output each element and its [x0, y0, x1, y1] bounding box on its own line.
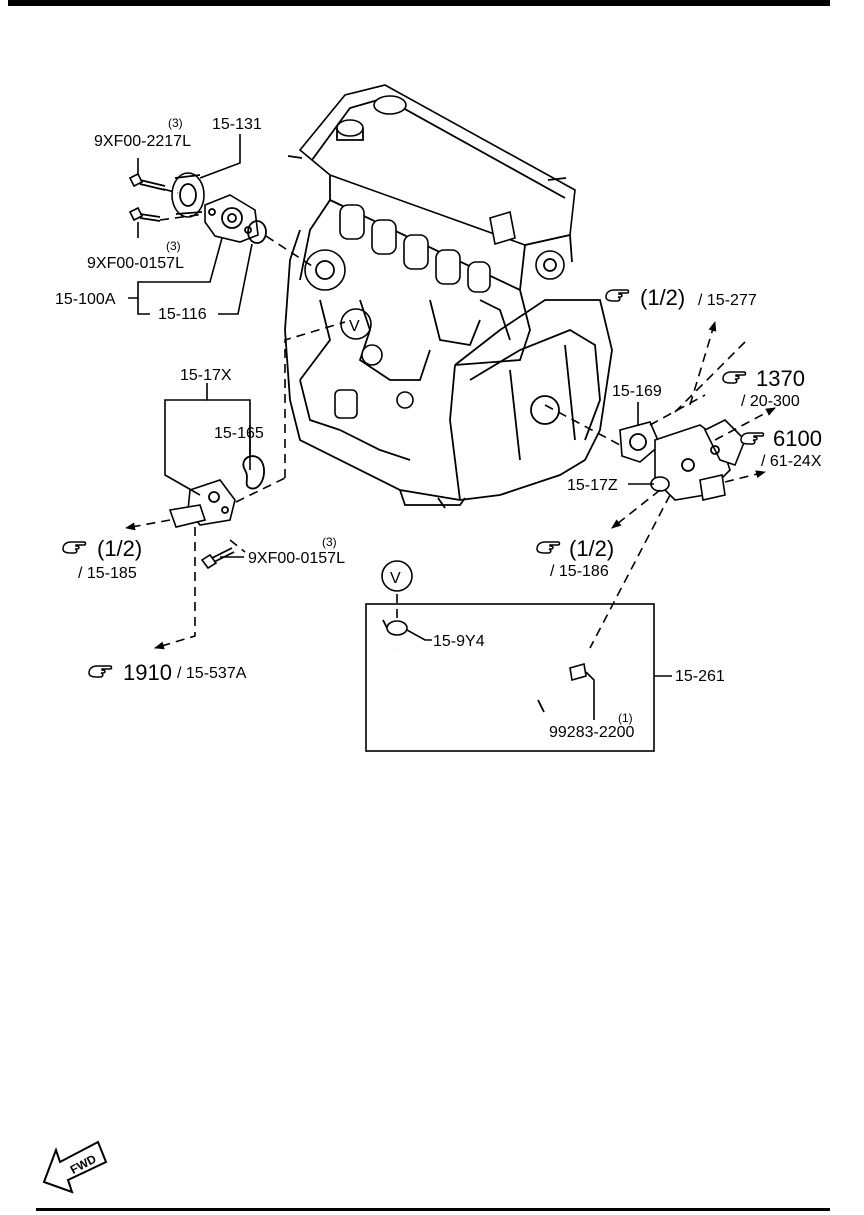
label-bolt-9xf00-2217l: 9XF00-2217L: [94, 133, 191, 150]
ref-main: (1/2): [97, 536, 142, 561]
label-assy-15-100a: 15-100A: [55, 291, 116, 308]
bolt-9xf00-0157l-upper: [128, 206, 161, 222]
bolt-9xf00-0157l-lower: [200, 547, 235, 570]
label-qty-3-a: (3): [168, 116, 183, 130]
ref-main: (1/2): [569, 536, 614, 561]
ref-sub: / 15-537A: [177, 665, 247, 682]
pointing-hand-icon: [62, 541, 87, 554]
pointing-hand-icon: [88, 665, 113, 678]
reference-1910[interactable]: 1910 / 15-537A: [88, 660, 247, 685]
label-hose-15-261: 15-261: [675, 668, 725, 685]
label-qty-1: (1): [618, 711, 633, 725]
label-thermostat-15-17x: 15-17X: [180, 367, 232, 384]
label-bolt-9xf00-0157l-lower: 9XF00-0157L: [248, 550, 345, 567]
label-callout-v-1: V: [349, 318, 360, 335]
ref-sub: / 15-185: [78, 565, 137, 582]
ref-sub: / 61-24X: [761, 453, 822, 470]
label-callout-v-2: V: [390, 570, 401, 587]
callout-v-circle-1: [340, 308, 372, 340]
water-pump-15-100a: [204, 194, 259, 243]
gasket-15-169: [619, 421, 661, 463]
housing-15-17z: [650, 419, 746, 501]
label-gasket-15-116: 15-116: [158, 306, 207, 323]
label-qty-3-c: (3): [322, 535, 337, 549]
pointing-hand-icon: [536, 541, 561, 554]
pointing-hand-icon: [740, 432, 765, 445]
bottom-border: [36, 1208, 830, 1211]
reference-6100[interactable]: 6100 / 61-24X: [740, 426, 822, 470]
callout-v-circle-2: [381, 560, 413, 592]
fwd-arrow-icon: FWD: [42, 1140, 108, 1194]
label-pulley-15-131: 15-131: [212, 116, 262, 133]
label-bolt-9xf00-0157l-upper: 9XF00-0157L: [87, 255, 184, 272]
label-qty-3-b: (3): [166, 239, 181, 253]
clamp-99283-2200: [569, 662, 587, 682]
hose-kit-box: [365, 603, 655, 752]
gasket-15-116: [247, 220, 267, 244]
bolt-9xf00-2217l: [128, 172, 166, 191]
reference-1-2-15-185[interactable]: (1/2) / 15-185: [62, 536, 142, 582]
hose-15-261: [389, 648, 579, 713]
thermostat-15-17x: [168, 479, 236, 528]
ref-main: 6100: [773, 426, 822, 451]
ref-sub: / 15-277: [698, 292, 757, 309]
pointing-hand-icon: [605, 289, 630, 302]
reference-1-2-15-277[interactable]: (1/2) / 15-277: [605, 285, 757, 310]
pointing-hand-icon: [722, 371, 747, 384]
ref-sub: / 20-300: [741, 393, 800, 410]
reference-1-2-15-186[interactable]: (1/2) / 15-186: [536, 536, 614, 580]
top-border: [8, 0, 830, 6]
label-clamp-15-9y4: 15-9Y4: [433, 633, 485, 650]
ref-main: 1910: [123, 660, 172, 685]
ref-sub: / 15-186: [550, 563, 609, 580]
clamp-15-9y4: [382, 619, 408, 636]
engine-block: [284, 84, 613, 509]
label-gasket-15-169: 15-169: [612, 383, 662, 400]
ref-main: (1/2): [640, 285, 685, 310]
label-gasket-15-165: 15-165: [214, 425, 264, 442]
label-housing-15-17z: 15-17Z: [567, 477, 618, 494]
gasket-15-165: [242, 455, 265, 490]
pulley-15-131: [171, 172, 205, 218]
ref-main: 1370: [756, 366, 805, 391]
label-clamp-99283-2200: 99283-2200: [549, 724, 635, 741]
reference-1370[interactable]: 1370 / 20-300: [722, 366, 805, 410]
